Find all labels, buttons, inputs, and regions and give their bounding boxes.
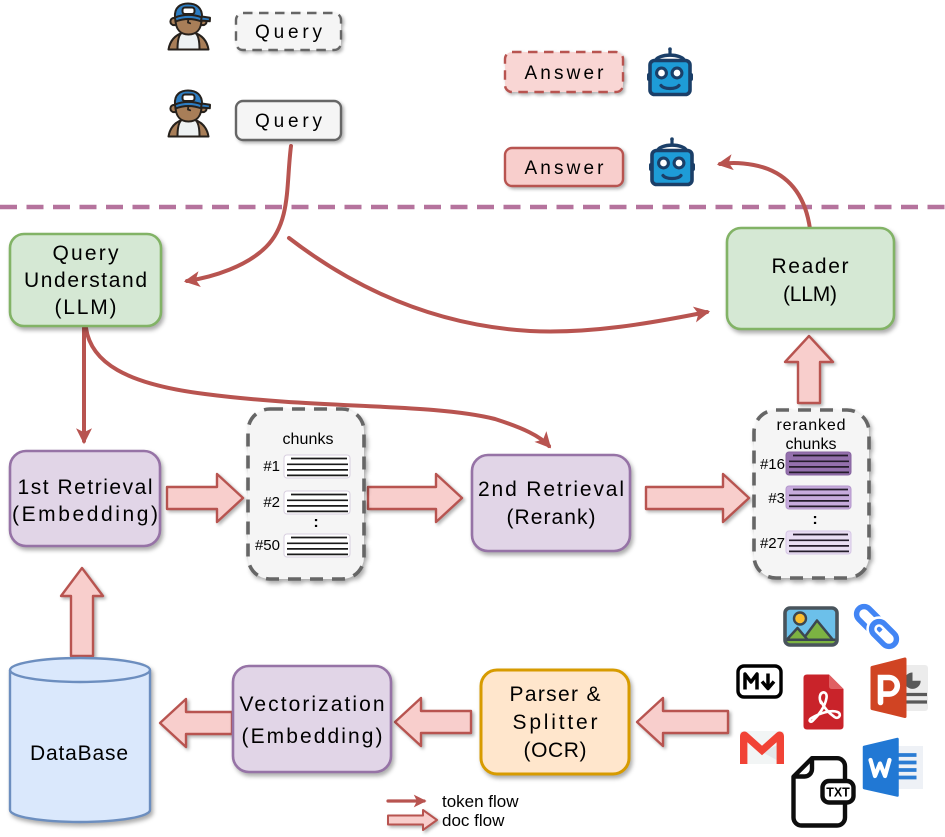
svg-text:(Rerank): (Rerank) xyxy=(507,506,596,529)
svg-text:doc flow: doc flow xyxy=(442,811,505,830)
svg-text:#2: #2 xyxy=(263,494,280,511)
svg-text:Query: Query xyxy=(255,111,323,132)
svg-text:Understand: Understand xyxy=(24,269,147,292)
svg-text:token flow: token flow xyxy=(442,792,519,811)
svg-text:chunks: chunks xyxy=(786,436,837,453)
svg-text:Query: Query xyxy=(53,242,120,265)
svg-text::: : xyxy=(313,514,318,531)
svg-text:(LLM): (LLM) xyxy=(783,283,837,306)
svg-text:Vectorization: Vectorization xyxy=(240,693,385,716)
svg-text:1st Retrieval: 1st Retrieval xyxy=(18,476,153,499)
svg-text:Query: Query xyxy=(255,22,323,43)
svg-text::: : xyxy=(812,511,817,528)
svg-text:(LLM): (LLM) xyxy=(55,296,117,319)
svg-text:reranked: reranked xyxy=(777,417,846,434)
svg-text:#27: #27 xyxy=(760,535,785,552)
svg-text:chunks: chunks xyxy=(283,431,334,448)
svg-text:#1: #1 xyxy=(263,458,280,475)
svg-text:Reader: Reader xyxy=(772,255,849,278)
svg-text:2nd Retrieval: 2nd Retrieval xyxy=(478,478,624,501)
svg-text:#16: #16 xyxy=(760,456,785,473)
svg-text:#3: #3 xyxy=(768,490,785,507)
svg-text:Splitter: Splitter xyxy=(513,711,598,734)
svg-text:Parser &: Parser & xyxy=(510,683,601,706)
svg-text:DataBase: DataBase xyxy=(30,742,128,765)
svg-text:#50: #50 xyxy=(255,537,280,554)
svg-text:(OCR): (OCR) xyxy=(524,739,587,762)
